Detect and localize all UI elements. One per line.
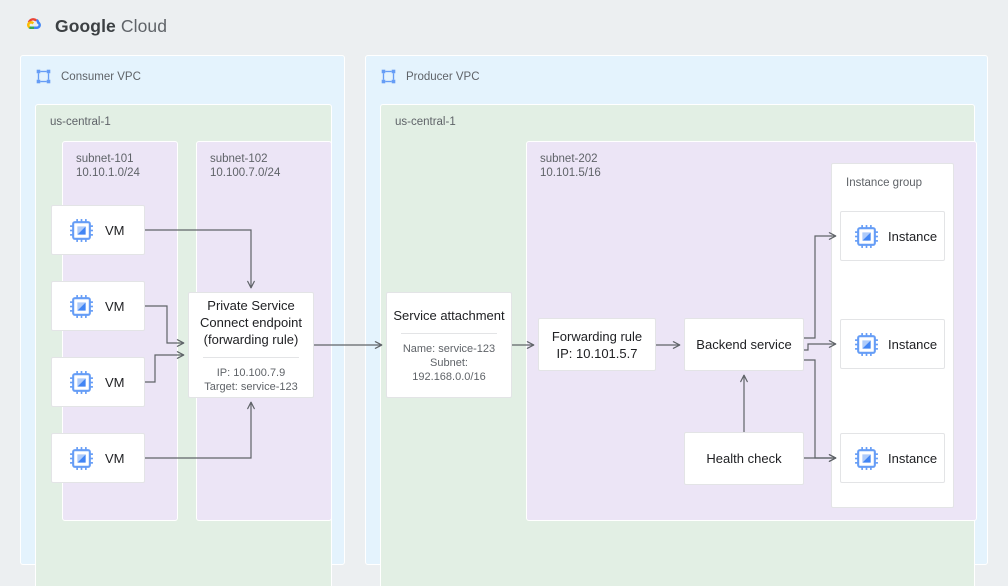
instance-box-1[interactable]: Instance	[840, 211, 945, 261]
brand-google: Google	[55, 15, 116, 36]
vm-box-1[interactable]: VM	[51, 205, 145, 255]
psc-endpoint-divider	[202, 356, 300, 358]
vpc-icon	[381, 69, 396, 84]
service-attachment-title: Service attachment	[393, 307, 505, 323]
vm-box-2[interactable]: VM	[51, 281, 145, 331]
chip-icon	[70, 446, 93, 470]
instance-label-3: Instance	[888, 450, 938, 466]
psc-endpoint-details: IP: 10.100.7.9 Target: service-123	[204, 366, 298, 393]
producer-vpc-title: Producer VPC	[406, 70, 480, 83]
backend-service-title: Backend service	[696, 337, 792, 352]
instance-label-2: Instance	[888, 336, 938, 352]
vm-label-1: VM	[105, 222, 125, 238]
subnet-202-label: subnet-202 10.101.5/16	[540, 153, 601, 179]
brand-text: Google Cloud	[55, 16, 167, 37]
psc-endpoint-title: Private Service Connect endpoint (forwar…	[200, 297, 302, 347]
forwarding-rule-title: Forwarding rule IP: 10.101.5.7	[551, 328, 643, 361]
vm-label-3: VM	[105, 374, 125, 390]
instance-box-3[interactable]: Instance	[840, 433, 945, 483]
subnet-101-label: subnet-101 10.10.1.0/24	[76, 153, 140, 179]
chip-icon	[70, 218, 93, 242]
chip-icon	[70, 294, 93, 318]
subnet-102-label: subnet-102 10.100.7.0/24	[210, 153, 281, 179]
consumer-region-label: us-central-1	[50, 116, 111, 128]
service-attachment-node[interactable]: Service attachment Name: service-123 Sub…	[386, 292, 512, 398]
instance-box-2[interactable]: Instance	[840, 319, 945, 369]
consumer-vpc-header: Consumer VPC	[35, 68, 141, 85]
service-attachment-divider	[400, 332, 498, 334]
consumer-vpc-title: Consumer VPC	[61, 70, 141, 83]
chip-icon	[855, 332, 878, 356]
producer-region-label: us-central-1	[395, 116, 456, 128]
chip-icon	[855, 446, 878, 470]
chip-icon	[70, 370, 93, 394]
vpc-icon	[36, 69, 51, 84]
forwarding-rule-node[interactable]: Forwarding rule IP: 10.101.5.7	[538, 318, 656, 371]
service-attachment-details: Name: service-123 Subnet: 192.168.0.0/16	[402, 342, 496, 383]
backend-service-node[interactable]: Backend service	[684, 318, 804, 371]
chip-icon	[855, 224, 878, 248]
vm-box-3[interactable]: VM	[51, 357, 145, 407]
instance-group-label: Instance group	[846, 177, 923, 189]
vm-box-4[interactable]: VM	[51, 433, 145, 483]
health-check-node[interactable]: Health check	[684, 432, 804, 485]
psc-endpoint-node[interactable]: Private Service Connect endpoint (forwar…	[188, 292, 314, 398]
vm-label-4: VM	[105, 450, 125, 466]
vm-label-2: VM	[105, 298, 125, 314]
health-check-title: Health check	[706, 451, 782, 466]
google-cloud-brand: Google Cloud	[18, 12, 167, 40]
brand-cloud: Cloud	[120, 15, 168, 36]
instance-label-1: Instance	[888, 228, 938, 244]
producer-vpc-header: Producer VPC	[380, 68, 480, 85]
google-cloud-logo-icon	[27, 18, 41, 29]
